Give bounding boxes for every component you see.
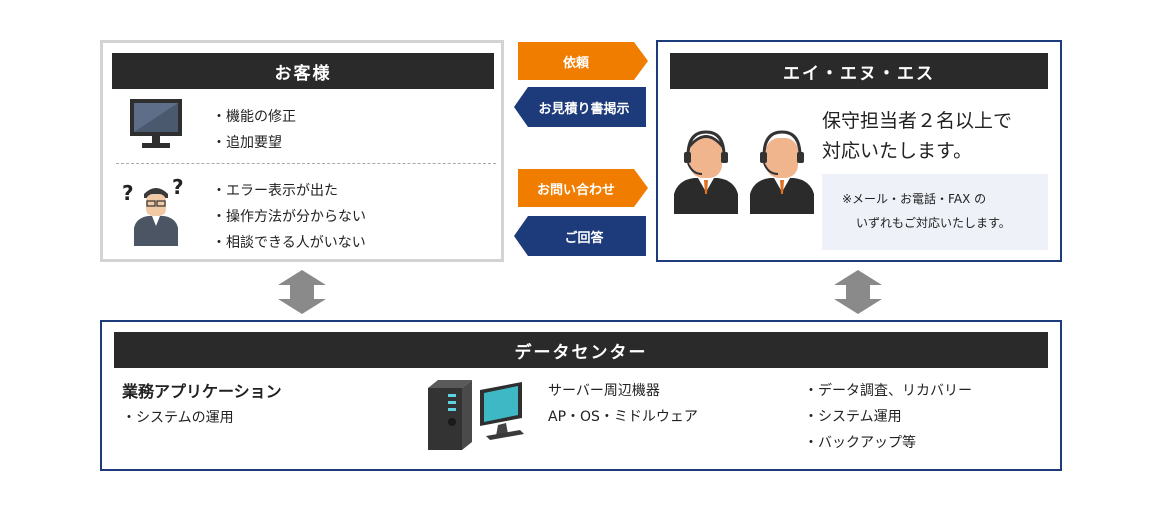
server-pc-icon: [428, 378, 528, 456]
customer-item: ・相談できる人がいない: [212, 235, 366, 251]
estimate-label: お見積り書掲示: [538, 101, 630, 117]
customer-item: ・エラー表示が出た: [212, 183, 338, 199]
ans-headline: 対応いたします。: [822, 140, 973, 162]
datacenter-header: データセンター: [114, 332, 1048, 368]
ans-headline: 保守担当者２名以上で: [822, 110, 1013, 132]
inquiry-label: お問い合わせ: [536, 182, 615, 198]
request-label: 依頼: [562, 55, 589, 71]
datacenter-title: データセンター: [514, 342, 648, 363]
customer-item: ・追加要望: [212, 135, 282, 151]
customer-panel: [100, 40, 504, 262]
answer-label: ご回答: [564, 230, 604, 246]
confused-person-icon: ? ?: [120, 175, 192, 252]
estimate-arrow: お見積り書掲示: [514, 87, 646, 127]
service-item: ・バックアップ等: [804, 435, 916, 451]
updown-arrow-icon: [832, 270, 884, 318]
hardware-line: サーバー周辺機器: [548, 383, 660, 399]
hardware-line: AP・OS・ミドルウェア: [548, 409, 698, 425]
customer-title: お客様: [274, 63, 332, 84]
app-title: 業務アプリケーション: [122, 382, 282, 401]
customer-item: ・機能の修正: [212, 109, 296, 125]
support-operators-icon: [670, 128, 822, 218]
answer-arrow: ご回答: [514, 216, 646, 256]
svg-text:?: ?: [122, 181, 134, 205]
customer-item: ・操作方法が分からない: [212, 209, 366, 225]
datacenter-panel: [100, 320, 1062, 471]
contact-note: いずれもご対応いたします。: [856, 216, 1011, 230]
customer-header: お客様: [112, 53, 494, 89]
updown-arrow-icon: [276, 270, 328, 318]
request-arrow: 依頼: [518, 42, 648, 80]
ans-panel: [656, 40, 1062, 262]
inquiry-arrow: お問い合わせ: [518, 169, 648, 207]
contact-note-box: [822, 174, 1048, 250]
monitor-icon: [130, 99, 182, 155]
svg-text:?: ?: [172, 176, 184, 199]
service-item: ・データ調査、リカバリー: [804, 383, 972, 399]
ans-header: エイ・エヌ・エス: [670, 53, 1048, 89]
divider: [116, 163, 496, 164]
contact-note: ※メール・お電話・FAX の: [842, 192, 987, 206]
service-item: ・システム運用: [804, 409, 902, 425]
app-item: ・システムの運用: [122, 410, 234, 426]
ans-title: エイ・エヌ・エス: [783, 63, 935, 84]
